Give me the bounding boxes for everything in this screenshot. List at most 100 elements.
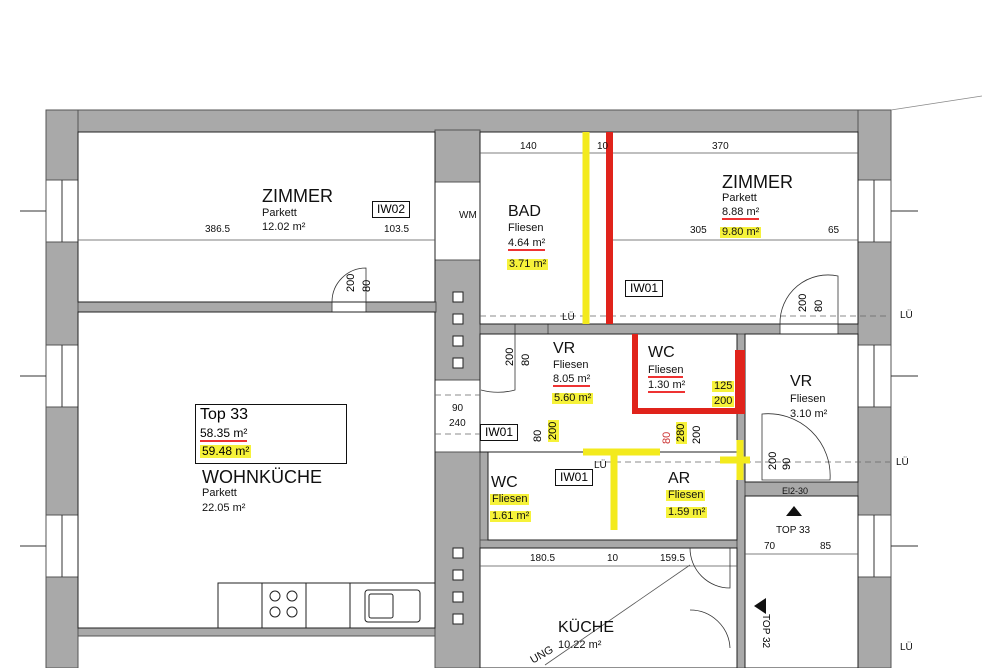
zimmer-left-area: 12.02 m² [262, 221, 306, 233]
wall-h-5 [837, 323, 859, 335]
dim-200: 200 [712, 395, 735, 407]
tag-top32: TOP 32 [760, 614, 771, 649]
tag-iw01-c: IW01 [555, 469, 594, 487]
walls [45, 109, 892, 668]
ar-name: AR [668, 470, 691, 487]
bad-floor: Fliesen [508, 222, 544, 234]
tag-lue-4: LÜ [896, 457, 909, 468]
zimmer-right-name: ZIMMER [722, 172, 793, 192]
bad-area-2: 3.71 m² [507, 258, 549, 270]
pipes [582, 132, 750, 530]
wall-wc-left [479, 451, 489, 541]
red-walls [606, 132, 745, 414]
kitchen-counter [217, 582, 436, 629]
door-b-w: 80 [520, 353, 532, 366]
vr-right-area: 3.10 m² [790, 408, 828, 420]
dim-305: 305 [690, 225, 707, 236]
dim-125: 125 [712, 380, 735, 392]
window-lines [20, 180, 918, 577]
unit-area-2: 59.48 m² [200, 443, 252, 458]
kueche-area: 10.22 m² [558, 639, 602, 651]
wohnkueche-area: 22.05 m² [202, 502, 246, 514]
door-a-w: 80 [361, 279, 373, 292]
door-c-w: 80 [813, 299, 825, 312]
tag-el: El2-30 [782, 486, 809, 496]
dim-90: 90 [452, 403, 464, 414]
dim-159-5: 159.5 [660, 553, 686, 564]
ar-area: 1.59 m² [666, 506, 708, 518]
unit-box: Top 33 58.35 m² 59.48 m² [195, 404, 347, 464]
bad-area: 4.64 m² [508, 237, 546, 251]
tag-lue-5: LÜ [900, 642, 913, 653]
bad-name: BAD [508, 203, 541, 220]
wall-h-1 [77, 301, 333, 313]
dim-65: 65 [828, 225, 840, 236]
unit-area-1: 58.35 m² [200, 426, 248, 442]
wall-int-3 [434, 451, 481, 668]
dim-103-5: 103.5 [384, 224, 410, 235]
tag-iw02: IW02 [372, 201, 411, 219]
tag-lue-1: LÜ [562, 312, 575, 323]
tag-iw01-a: IW01 [625, 280, 664, 298]
door-a-h: 200 [345, 273, 357, 292]
ar-floor: Fliesen [666, 489, 706, 501]
vr-center-area-2: 5.60 m² [552, 392, 594, 404]
tag-top33: TOP 33 [776, 525, 811, 536]
shaft-squares [452, 291, 464, 625]
zimmer-right-area-2: 9.80 m² [720, 226, 762, 238]
zimmer-right-floor: Parkett [722, 192, 757, 204]
door-b-h: 200 [504, 347, 516, 366]
dim-70: 70 [764, 541, 776, 552]
kueche-diagonal [544, 564, 691, 666]
dim-386-5: 386.5 [205, 224, 231, 235]
dim-140: 140 [520, 141, 537, 152]
vr-center-name: VR [553, 340, 576, 357]
dashed-lines [435, 315, 890, 463]
triangle-top33 [786, 506, 802, 516]
wall-int-1 [434, 129, 481, 183]
dim-180-5: 180.5 [530, 553, 556, 564]
vr-center-floor: Fliesen [553, 359, 589, 371]
door-d-w: 80 [532, 429, 544, 442]
tag-wm: WM [459, 210, 477, 221]
door-e-h2: 200 [691, 425, 703, 444]
wohnkueche-name: WOHNKÜCHE [202, 467, 322, 487]
door-e-w: 80 [661, 431, 673, 444]
triangle-top32 [754, 598, 766, 614]
wc-bottom-area: 1.61 m² [490, 510, 532, 522]
door-f-h: 200 [767, 451, 779, 470]
zimmer-left-name: ZIMMER [262, 186, 333, 206]
wc-bottom-name: WC [491, 474, 518, 491]
wc-top-floor: Fliesen [648, 364, 684, 378]
wc-top-name: WC [648, 344, 675, 361]
wall-h-2 [365, 301, 437, 313]
tag-lue-3: LÜ [594, 460, 607, 471]
wc-bottom-floor: Fliesen [490, 493, 530, 505]
door-c-h: 200 [797, 293, 809, 312]
dim-10a: 10 [597, 141, 609, 152]
door-d-h: 200 [547, 419, 559, 442]
roof-line [890, 95, 982, 111]
dim-85: 85 [820, 541, 832, 552]
wall-h-4 [547, 323, 781, 335]
vr-right-floor: Fliesen [790, 393, 826, 405]
vr-right-name: VR [790, 373, 813, 390]
unit-label: Top 33 [200, 406, 249, 423]
dim-10b: 10 [607, 553, 619, 564]
tag-lue-2: LÜ [900, 310, 913, 321]
kueche-name: KÜCHE [558, 619, 615, 636]
zimmer-right-area: 8.88 m² [722, 206, 760, 220]
wall-h-3 [479, 323, 549, 335]
dim-370: 370 [712, 141, 729, 152]
wohnkueche-floor: Parkett [202, 487, 237, 499]
door-swings [331, 267, 839, 649]
wall-top [45, 109, 892, 133]
wc-top-area: 1.30 m² [648, 379, 686, 393]
zimmer-left-floor: Parkett [262, 207, 297, 219]
door-e-h: 280 [675, 421, 687, 444]
tag-iw01-b: IW01 [480, 424, 519, 442]
wall-h-kueche [479, 539, 738, 549]
vr-center-area: 8.05 m² [553, 373, 591, 387]
door-f-w: 90 [781, 457, 793, 470]
